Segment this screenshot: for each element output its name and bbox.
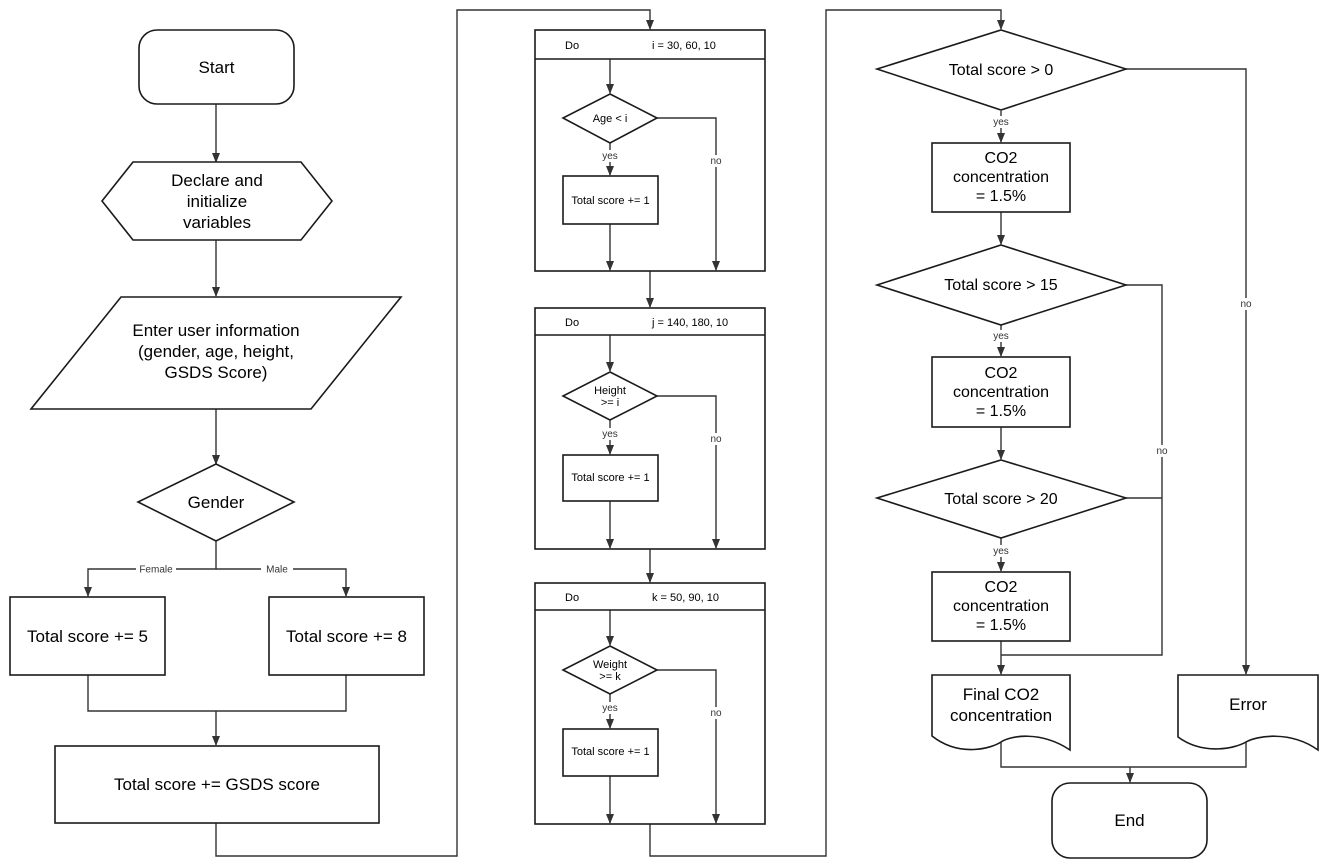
score-female-label: Total score += 5 xyxy=(27,627,148,646)
weight-decision xyxy=(561,645,659,695)
error-label: Error xyxy=(1229,695,1267,714)
enter-info-line3: GSDS Score) xyxy=(165,363,268,382)
edge-label-female: Female xyxy=(139,565,173,576)
age-decision xyxy=(561,93,659,144)
loop1-score-node xyxy=(562,175,659,225)
co2-1-line1: CO2 xyxy=(985,150,1018,167)
loop1-do-label: Do xyxy=(565,40,579,52)
enter-info-node: Enter user information (gender, age, hei… xyxy=(29,296,403,410)
declare-node: Declare and initialize variables xyxy=(100,161,334,241)
score-male-node: Total score += 8 xyxy=(268,596,425,676)
loop3-block: Do k = 50, 90, 10 Weight >= k Total scor… xyxy=(534,582,766,825)
edge-labels: Female Male yes no yes no yes no yes no … xyxy=(136,116,1254,719)
error-output: Error xyxy=(1177,674,1319,752)
edge-age-no xyxy=(657,117,720,271)
loop3-do-label: Do xyxy=(565,592,579,604)
loop2-score-label: Total score += 1 xyxy=(571,472,649,484)
loop3-score-node xyxy=(562,728,659,777)
start-label: Start xyxy=(199,58,235,77)
edge-gender-male xyxy=(216,568,350,597)
co2-1-line3: = 1.5% xyxy=(976,188,1026,205)
gender-decision: Gender xyxy=(136,463,296,542)
final-co2-output: Final CO2 concentration xyxy=(931,674,1071,752)
edge-label-check15-no: no xyxy=(1156,446,1168,457)
check20-label: Total score > 20 xyxy=(944,491,1058,508)
score-gsds-node: Total score += GSDS score xyxy=(54,745,380,824)
check15-label: Total score > 15 xyxy=(944,277,1058,294)
co2-3-line2: concentration xyxy=(953,598,1049,615)
co2-2-line2: concentration xyxy=(953,384,1049,401)
edge-label-age-yes: yes xyxy=(602,151,618,162)
end-node: End xyxy=(1051,782,1208,859)
co2-node-3: CO2 concentration = 1.5% xyxy=(931,571,1071,642)
loop3-range-label: k = 50, 90, 10 xyxy=(652,592,719,604)
final-co2-line1: Final CO2 xyxy=(963,685,1040,704)
enter-info-line1: Enter user information xyxy=(132,321,299,340)
loop1-range-label: i = 30, 60, 10 xyxy=(652,40,716,52)
height-decision-line2: >= i xyxy=(601,397,619,409)
loop2-score-node xyxy=(562,454,659,502)
gender-label: Gender xyxy=(188,493,245,512)
enter-info-line2: (gender, age, height, xyxy=(138,342,294,361)
loop1-score-label: Total score += 1 xyxy=(571,195,649,207)
edge-height-no xyxy=(657,395,720,549)
declare-label-line3: variables xyxy=(183,213,251,232)
loop2-do-label: Do xyxy=(565,317,579,329)
declare-label-line2: initialize xyxy=(187,192,247,211)
edge-label-check0-yes: yes xyxy=(993,117,1009,128)
edge-label-age-no: no xyxy=(710,156,722,167)
co2-1-line2: concentration xyxy=(953,169,1049,186)
edge-label-check20-yes: yes xyxy=(993,546,1009,557)
edge-final-end xyxy=(1000,742,1247,768)
check0-decision: Total score > 0 xyxy=(874,29,1129,111)
edge-label-height-no: no xyxy=(710,434,722,445)
edge-label-male: Male xyxy=(266,565,288,576)
edge-check15-no xyxy=(1001,284,1163,656)
co2-node-1: CO2 concentration = 1.5% xyxy=(931,142,1071,213)
height-decision xyxy=(561,371,659,421)
co2-2-line1: CO2 xyxy=(985,365,1018,382)
loop1-block: Do i = 30, 60, 10 Age < i Total score +=… xyxy=(534,29,766,272)
weight-decision-line1: Weight xyxy=(593,659,627,671)
loop2-range-label: j = 140, 180, 10 xyxy=(651,317,728,329)
edge-label-check0-no: no xyxy=(1240,299,1252,310)
co2-3-line1: CO2 xyxy=(985,579,1018,596)
weight-decision-line2: >= k xyxy=(599,671,621,683)
start-node: Start xyxy=(138,29,295,105)
score-male-label: Total score += 8 xyxy=(286,627,407,646)
edge-label-weight-no: no xyxy=(710,708,722,719)
edge-gsds-loop1 xyxy=(215,9,654,857)
score-gsds-label: Total score += GSDS score xyxy=(114,775,320,794)
height-decision-line1: Height xyxy=(594,385,626,397)
check15-decision: Total score > 15 xyxy=(874,244,1129,326)
edge-loop3-check0 xyxy=(649,9,1005,857)
edge-label-check15-yes: yes xyxy=(993,331,1009,342)
co2-2-line3: = 1.5% xyxy=(976,403,1026,420)
loop3-score-label: Total score += 1 xyxy=(571,746,649,758)
edge-weight-no xyxy=(657,669,720,824)
declare-label-line1: Declare and xyxy=(171,171,263,190)
co2-node-2: CO2 concentration = 1.5% xyxy=(931,356,1071,428)
end-label: End xyxy=(1114,811,1144,830)
edge-check0-no xyxy=(1126,68,1250,675)
age-decision-label: Age < i xyxy=(593,113,628,125)
check20-decision: Total score > 20 xyxy=(874,459,1129,539)
connectors xyxy=(84,9,1250,857)
score-female-node: Total score += 5 xyxy=(9,596,166,676)
edge-label-weight-yes: yes xyxy=(602,703,618,714)
edge-female-merge xyxy=(87,675,347,712)
loop2-block: Do j = 140, 180, 10 Height >= i Total sc… xyxy=(534,307,766,550)
check0-label: Total score > 0 xyxy=(949,62,1054,79)
edge-label-height-yes: yes xyxy=(602,429,618,440)
co2-3-line3: = 1.5% xyxy=(976,617,1026,634)
final-co2-line2: concentration xyxy=(950,706,1052,725)
